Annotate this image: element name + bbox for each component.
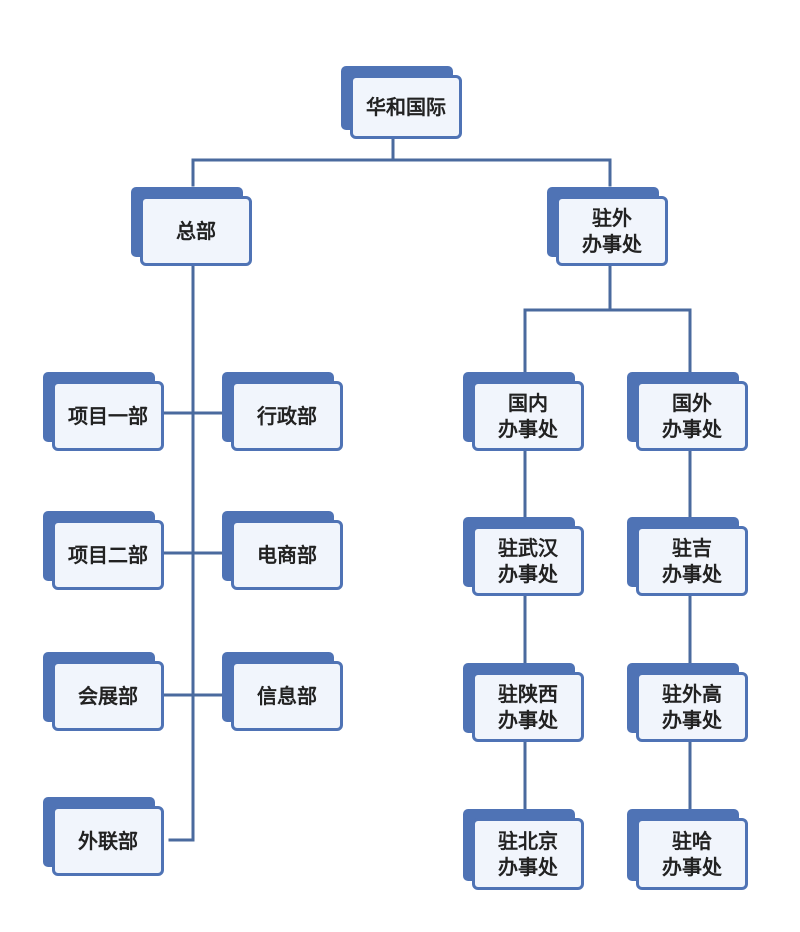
- office-label-line2: 办事处: [662, 855, 722, 879]
- office-label-line2: 办事处: [662, 562, 722, 586]
- office-label-line2: 办事处: [662, 417, 722, 441]
- dept-label: 信息部: [257, 684, 317, 708]
- connector-root-split: [191, 158, 612, 187]
- office-label-line1: 驻陕西: [498, 682, 558, 706]
- dept-label: 项目一部: [68, 404, 148, 428]
- dept-box-admin[interactable]: 行政部: [222, 372, 343, 451]
- dept-box-project2[interactable]: 项目二部: [43, 511, 164, 590]
- office-box-shaanxi[interactable]: 驻陕西 办事处: [463, 663, 584, 742]
- offices-label-line1: 驻外: [592, 206, 632, 230]
- offices-box[interactable]: 驻外 办事处: [547, 187, 668, 266]
- dept-box-ecommerce[interactable]: 电商部: [222, 511, 343, 590]
- dept-box-exhibition[interactable]: 会展部: [43, 652, 164, 731]
- connector-offices-split: [523, 308, 692, 377]
- hq-label: 总部: [176, 219, 216, 243]
- office-label-line1: 驻武汉: [498, 536, 558, 560]
- office-label-line1: 驻哈: [672, 829, 712, 853]
- dept-box-external[interactable]: 外联部: [43, 797, 164, 876]
- office-box-ji[interactable]: 驻吉 办事处: [627, 517, 748, 596]
- office-box-wuhan[interactable]: 驻武汉 办事处: [463, 517, 584, 596]
- dept-label: 项目二部: [68, 543, 148, 567]
- office-box-ha[interactable]: 驻哈 办事处: [627, 809, 748, 890]
- office-label-line2: 办事处: [498, 562, 558, 586]
- office-label-line1: 驻外高: [662, 682, 722, 706]
- offices-label-line2: 办事处: [582, 232, 642, 256]
- root-label: 华和国际: [366, 95, 446, 119]
- root-box[interactable]: 华和国际: [341, 66, 462, 139]
- dept-label: 外联部: [78, 829, 138, 853]
- office-label-line1: 驻吉: [672, 536, 712, 560]
- foreign-office-box[interactable]: 国外 办事处: [627, 372, 748, 451]
- office-label-line2: 办事处: [662, 708, 722, 732]
- office-box-waigao[interactable]: 驻外高 办事处: [627, 663, 748, 742]
- connector-hq-spine: [168, 263, 195, 842]
- dept-label: 电商部: [257, 543, 317, 567]
- hq-box[interactable]: 总部: [131, 187, 252, 266]
- office-label-line1: 驻北京: [498, 829, 558, 853]
- dept-label: 行政部: [257, 404, 317, 428]
- office-label-line2: 办事处: [498, 708, 558, 732]
- dept-box-information[interactable]: 信息部: [222, 652, 343, 731]
- dept-label: 会展部: [78, 684, 138, 708]
- office-label-line1: 国外: [672, 391, 712, 415]
- office-box-beijing[interactable]: 驻北京 办事处: [463, 809, 584, 890]
- domestic-office-box[interactable]: 国内 办事处: [463, 372, 584, 451]
- dept-box-project1[interactable]: 项目一部: [43, 372, 164, 451]
- office-label-line2: 办事处: [498, 417, 558, 441]
- office-label-line1: 国内: [508, 391, 548, 415]
- office-label-line2: 办事处: [498, 855, 558, 879]
